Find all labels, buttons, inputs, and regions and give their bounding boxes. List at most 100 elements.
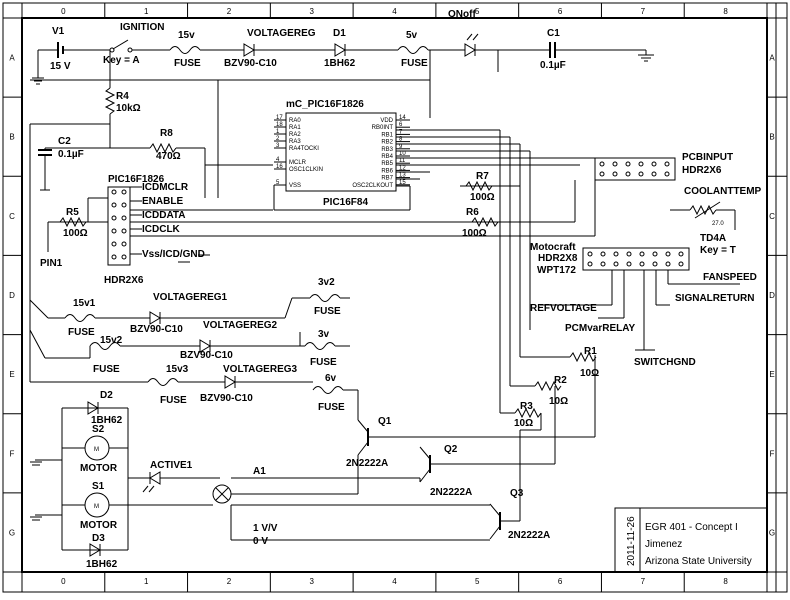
mcu-right-pin: RB5 (381, 161, 393, 167)
fuse-6v (312, 386, 344, 394)
grid-col-label: 5 (475, 577, 480, 586)
motor-s1-label: MOTOR (80, 520, 118, 531)
d2-part: 1BH62 (91, 415, 123, 426)
motocraft-pin-dot (613, 261, 619, 267)
r3-name: R3 (520, 401, 533, 412)
c2-name: C2 (58, 136, 71, 147)
motocraft-pin-dot (639, 251, 645, 257)
pcbinput-name: PCBINPUT (682, 152, 733, 163)
pcbinput-pin-dot (599, 161, 605, 167)
pcbinput-pin-dot (664, 171, 670, 177)
icd-header: PIC16F1826 HDR2X6 ICDMCLRENABLEICDDATAIC… (40, 174, 210, 286)
active1-led (149, 471, 161, 485)
grid-row-label: A (9, 54, 15, 63)
title-block: 2011-11-26 EGR 401 - Concept I Jimenez A… (614, 507, 768, 573)
mcu-right-pin-num: 6 (399, 122, 403, 128)
icd-pin-dot (121, 202, 127, 208)
motocraft-pin-dot (613, 251, 619, 257)
r5-name: R5 (66, 207, 79, 218)
coolant-thermistor (689, 204, 717, 216)
grid-col-label: 6 (558, 7, 563, 16)
grid-col-label: 4 (392, 7, 397, 16)
top-rail: V1 15 V IGNITION Key = A 15v FUSE VOLTAG… (32, 9, 654, 85)
vreg2-diode (199, 339, 211, 353)
titleblock-school: Arizona State University (645, 556, 752, 567)
ignition-key: Key = A (103, 55, 140, 66)
mcu-right-pin-num: 7 (399, 129, 403, 135)
fuse-15v-label: FUSE (174, 58, 201, 69)
c1-value: 0.1µF (540, 60, 566, 71)
c1-name: C1 (547, 28, 560, 39)
icd-pin-label: ICDMCLR (142, 182, 189, 193)
mcu-right-pin: RB7 (381, 176, 393, 182)
mcu-left-pin-num: 5 (276, 180, 280, 186)
vreg3-part: BZV90-C10 (200, 393, 253, 404)
d3-name: D3 (92, 533, 105, 544)
motor-s1-name: S1 (92, 481, 105, 492)
grid-row-label: E (769, 370, 774, 379)
d3-diode (89, 543, 101, 557)
mcu-left-pin: VSS (289, 183, 301, 189)
motocraft-pin-dot (652, 251, 658, 257)
grid-row-label: F (770, 449, 775, 458)
battery-name: V1 (52, 26, 65, 37)
pcbinput-pin-dot (651, 171, 657, 177)
r2-value: 10Ω (549, 396, 568, 407)
ignition-switch[interactable] (112, 39, 129, 50)
mcu-right-pin-num: 15 (399, 180, 406, 186)
icd-pin-dot (121, 215, 127, 221)
meter-ov: 0 V (253, 536, 268, 547)
signalreturn-label: SIGNALRETURN (675, 293, 754, 304)
fuse-3v-value: 3v (318, 329, 330, 340)
grid-col-label: 7 (641, 577, 646, 586)
inner-frame (21, 17, 768, 573)
r5-resistor (59, 216, 87, 228)
grid-col-label: 5 (475, 7, 480, 16)
mcu-left-pin-num: 18 (276, 122, 283, 128)
mcu-left-pin: RA3 (289, 139, 301, 145)
mcu-left-pin-num: 2 (276, 136, 280, 142)
pcbinput-pin-dot (625, 161, 631, 167)
voltagereg-part: BZV90-C10 (224, 58, 277, 69)
r4-resistor (104, 87, 116, 115)
mcu-right-pin: RB4 (381, 154, 393, 160)
mcu-left-pin: MCLR (289, 160, 307, 166)
icd-pin-dot (111, 241, 117, 247)
d3-part: 1BH62 (86, 559, 118, 570)
mcu-right-pin-num: 12 (399, 165, 406, 171)
r5-value: 100Ω (63, 228, 88, 239)
motocraft-pin-dot (665, 251, 671, 257)
d2-diode (87, 401, 99, 415)
mcu-right-pin-num: 10 (399, 151, 406, 157)
mcu-body (285, 112, 397, 192)
left-passives: R4 10kΩ C2 0.1µF R8 470Ω (30, 50, 431, 198)
mcu-right-pin: VDD (380, 118, 393, 124)
icd-part: HDR2X6 (104, 275, 144, 286)
icd-pin-dot (121, 228, 127, 234)
motor-s2-label: MOTOR (80, 463, 118, 474)
motocraft-pin-dot (587, 251, 593, 257)
icd-pin-label: ENABLE (142, 196, 183, 207)
grid-col-label: 6 (558, 577, 563, 586)
icd-title: PIC16F1826 (108, 174, 165, 185)
fuse-15v (169, 46, 201, 54)
q3-name: Q3 (510, 488, 524, 499)
mcu-right-pin-num: 14 (399, 115, 406, 121)
motocraft-pin-dot (639, 261, 645, 267)
td4a-key: Key = T (700, 245, 736, 256)
icd-pin-dot (121, 241, 127, 247)
grid-row-label: A (769, 54, 775, 63)
d1-part: 1BH62 (324, 58, 356, 69)
fuse-3v2 (309, 294, 341, 302)
motocraft-pin-dot (678, 261, 684, 267)
r4-value: 10kΩ (116, 103, 141, 114)
svg-text:M: M (94, 447, 99, 453)
mcu-right-pin: RB3 (381, 147, 393, 153)
mcu-title: mC_PIC16F1826 (286, 99, 364, 110)
icd-pin-dot (111, 215, 117, 221)
d1-diode (334, 43, 346, 57)
